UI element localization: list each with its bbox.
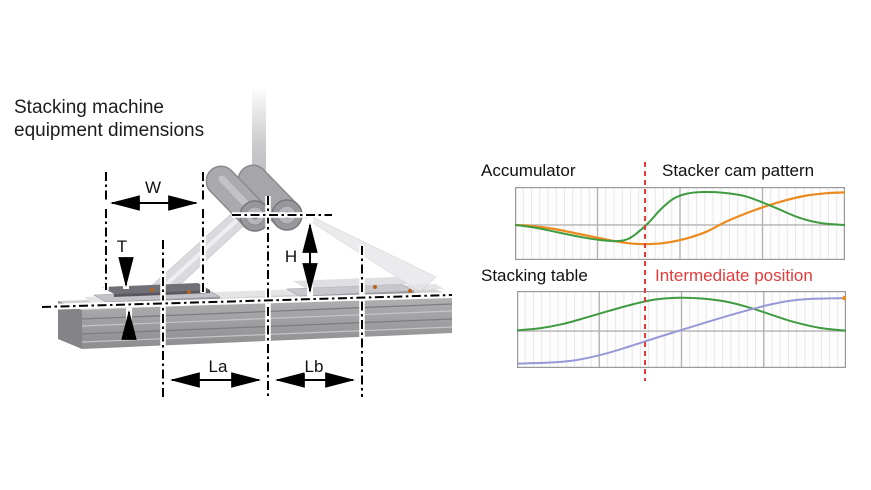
stacking-table-label: Stacking table bbox=[481, 266, 588, 285]
accumulator-cam-chart bbox=[515, 187, 845, 260]
stacker-cam-pattern-label: Stacker cam pattern bbox=[662, 161, 815, 180]
t-label: T bbox=[117, 237, 127, 256]
diagram-title-line1: Stacking machine bbox=[14, 97, 164, 118]
accumulator-label: Accumulator bbox=[481, 161, 576, 180]
intermediate-position-line bbox=[644, 162, 646, 381]
green-curve bbox=[517, 296, 846, 332]
orange-markers bbox=[150, 285, 412, 294]
lb-label: Lb bbox=[305, 357, 324, 376]
machine-diagram: W T H La Lb bbox=[41, 86, 453, 397]
dimension-arrows bbox=[104, 195, 360, 388]
orange-curve bbox=[515, 191, 845, 246]
diagram-title: Stacking machine equipment dimensions bbox=[14, 96, 204, 142]
purple-curve bbox=[517, 297, 846, 365]
green-curve bbox=[515, 190, 845, 243]
h-label: H bbox=[285, 247, 297, 266]
intermediate-position-label: Intermediate position bbox=[655, 266, 813, 285]
diagram-title-line2: equipment dimensions bbox=[14, 120, 205, 141]
purple-curve-end-marker bbox=[842, 295, 846, 301]
chart-border bbox=[515, 187, 845, 260]
la-label: La bbox=[209, 357, 228, 376]
stacking-table-cam-chart bbox=[517, 291, 846, 368]
centerline-bed bbox=[41, 292, 453, 310]
w-label: W bbox=[145, 178, 161, 197]
centerlines bbox=[41, 172, 453, 397]
